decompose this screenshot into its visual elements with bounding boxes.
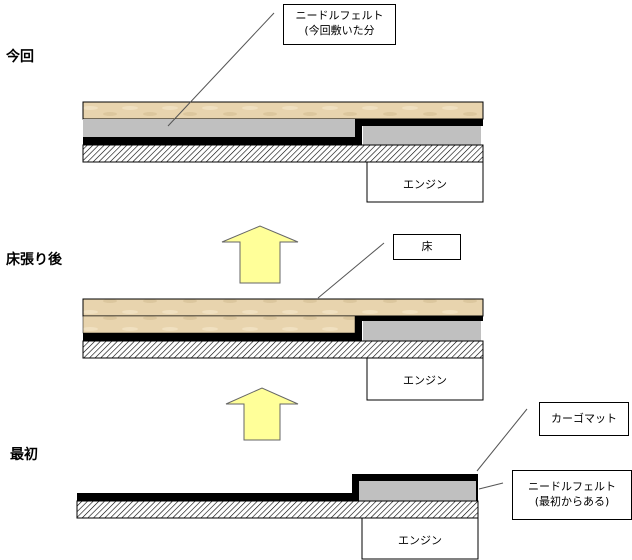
- leader-line: [476, 408, 528, 472]
- section-title-current: 今回: [6, 49, 34, 65]
- old-felt-layer: [359, 481, 476, 501]
- floor-layer: [82, 101, 484, 120]
- callout-cargo-mat: カーゴマット: [539, 402, 629, 436]
- callout-floor: 床: [393, 234, 461, 260]
- engine-label: エンジン: [398, 534, 442, 547]
- floor-layer: [82, 298, 484, 317]
- up-arrow-icon: [221, 225, 299, 284]
- engine-label: エンジン: [403, 374, 447, 387]
- engine-box: [366, 357, 484, 401]
- current-section-diagram: [82, 12, 484, 203]
- body-panel: [82, 144, 484, 163]
- new-felt-layer: [82, 315, 356, 334]
- leader-line: [478, 482, 504, 490]
- callout-text: (最初からある): [534, 495, 610, 508]
- callout-text: ニードルフェルト: [295, 9, 384, 22]
- section-title-initial: 最初: [10, 447, 38, 463]
- engine-box: [366, 161, 484, 203]
- initial-section-diagram: [76, 408, 528, 560]
- after-floor-section-diagram: [82, 242, 484, 401]
- leader-line: [317, 242, 385, 299]
- body-panel: [82, 340, 484, 359]
- section-title-after-floor: 床張り後: [6, 252, 62, 268]
- callout-old-felt: ニードルフェルト (最初からある): [512, 470, 632, 520]
- callout-text: ニードルフェルト: [528, 480, 616, 493]
- mat-layer-left: [77, 493, 359, 501]
- leader-line: [167, 12, 275, 127]
- mat-layer-right: [355, 316, 483, 321]
- mat-layer-right: [355, 119, 483, 126]
- new-felt-layer: [83, 119, 355, 137]
- old-felt-layer: [363, 321, 481, 341]
- engine-box: [361, 517, 479, 560]
- old-felt-layer: [363, 126, 481, 145]
- callout-new-felt: ニードルフェルト (今回敷いた分: [283, 4, 396, 45]
- engine-label: エンジン: [403, 178, 447, 191]
- up-arrow-icon: [225, 387, 299, 441]
- body-panel: [76, 500, 479, 519]
- callout-text: (今回敷いた分: [304, 24, 375, 37]
